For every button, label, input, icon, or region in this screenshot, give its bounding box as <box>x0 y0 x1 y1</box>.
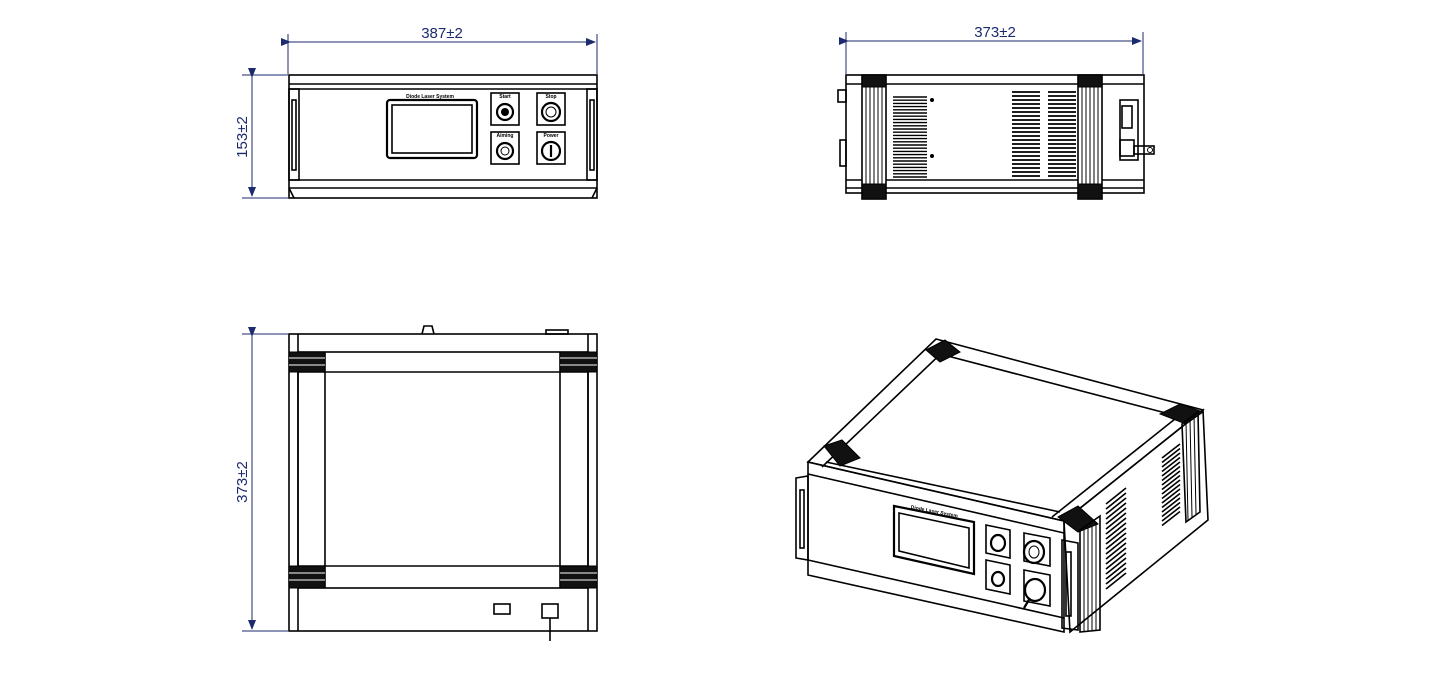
vent-slot <box>1161 470 1181 486</box>
front-width-label: 387±2 <box>421 25 463 42</box>
top-corner-block-tl <box>288 351 326 373</box>
isometric-view: Diode Laser System <box>795 338 1209 634</box>
top-depth-label: 373±2 <box>234 461 251 503</box>
aiming-button-frame <box>490 131 520 165</box>
top-corner-block-tr <box>559 351 598 373</box>
top-view: 373±2 <box>234 325 598 641</box>
iso-corner-block-back <box>925 339 961 363</box>
iso-stop-button <box>1022 539 1046 565</box>
vent-slot <box>1105 507 1127 525</box>
iso-corner-block-right <box>1158 403 1205 425</box>
top-corner-block-bl <box>288 565 326 589</box>
power-switch-frame <box>536 131 566 165</box>
rear-port <box>493 603 511 615</box>
start-button-frame <box>490 92 520 126</box>
vent-slot <box>1105 497 1127 515</box>
vent-slot <box>1105 522 1127 540</box>
vent-slot <box>1161 456 1181 473</box>
iso-corner-block-left <box>823 439 861 467</box>
iso-start-button-frame <box>985 524 1011 559</box>
vent-slot <box>1161 510 1181 527</box>
power-key-switch <box>540 140 562 162</box>
side-corner-band-right <box>1077 74 1103 200</box>
vent-slot <box>1161 501 1181 518</box>
vent-slot <box>1161 447 1181 464</box>
vent-slot <box>1105 512 1127 530</box>
aiming-label: Aiming <box>497 133 514 139</box>
vent-slot <box>1161 452 1181 468</box>
start-button <box>495 102 515 122</box>
top-depth-dimension: 373±2 <box>234 327 288 632</box>
vent-slot <box>1105 487 1127 505</box>
vent-slot <box>1105 562 1127 580</box>
vent-slot <box>1161 479 1181 495</box>
vent-slot <box>1105 517 1127 535</box>
vent-slot <box>1105 572 1127 590</box>
vent-slot <box>1161 488 1181 504</box>
start-label: Start <box>499 94 511 100</box>
vent-slot <box>1105 527 1127 545</box>
vent-slot <box>1161 443 1181 459</box>
iso-right-handle <box>1061 539 1079 631</box>
right-handle <box>586 88 598 181</box>
vent-slot <box>1161 506 1181 522</box>
power-label: Power <box>543 133 558 139</box>
iso-aiming-knob <box>990 570 1006 588</box>
front-height-dimension: 153±2 <box>234 68 288 199</box>
iso-aiming-frame <box>985 559 1011 595</box>
stop-button-frame <box>536 92 566 126</box>
vent-slot <box>1105 567 1127 585</box>
front-view: 387±2 153±2 Diode Laser System Start <box>234 25 598 199</box>
panel-title: Diode Laser System <box>406 94 454 100</box>
vent-slot <box>1161 492 1181 509</box>
iso-power-key-switch <box>1023 577 1047 603</box>
top-corner-block-br <box>559 565 598 589</box>
iso-start-button <box>989 533 1007 553</box>
iso-top-surface <box>806 338 1205 522</box>
side-vent-grille <box>893 96 927 178</box>
front-height-label: 153±2 <box>234 116 251 158</box>
side-view: 373±2 <box>837 24 1155 200</box>
iso-left-handle <box>795 475 809 561</box>
vent-slot <box>1105 502 1127 520</box>
side-depth-dimension: 373±2 <box>839 24 1144 74</box>
iso-display-screen <box>892 504 976 576</box>
vent-slot <box>1161 474 1181 491</box>
iso-right-face <box>1063 408 1209 634</box>
vent-slot <box>1161 461 1181 477</box>
iso-vent-slots-b <box>1161 443 1181 527</box>
vent-slot <box>1105 552 1127 570</box>
vent-slot <box>1105 542 1127 560</box>
left-handle <box>288 88 300 181</box>
vent-slot <box>1105 557 1127 575</box>
side-depth-label: 373±2 <box>974 24 1016 41</box>
vent-slot <box>1105 492 1127 510</box>
vent-slot <box>1105 537 1127 555</box>
stop-button <box>540 101 562 123</box>
vent-slot <box>1105 547 1127 565</box>
vent-slot <box>1105 532 1127 550</box>
aiming-knob <box>495 141 515 161</box>
iso-vent-slots-a <box>1105 487 1127 590</box>
front-display-screen <box>385 98 479 160</box>
vent-slot <box>1161 483 1181 500</box>
rear-fiber-connector <box>541 603 559 619</box>
top-edge-knob <box>421 325 435 335</box>
stop-label: Stop <box>545 94 556 100</box>
rear-connector-panel <box>1119 99 1139 161</box>
side-vent-slots-a <box>1012 91 1040 177</box>
vent-slot <box>1161 497 1181 513</box>
side-vent-slots-b <box>1048 91 1076 177</box>
vent-slot <box>1161 465 1181 482</box>
iso-corner-block-front <box>1057 505 1099 533</box>
side-corner-band-left <box>861 74 887 200</box>
front-width-dimension: 387±2 <box>281 25 598 74</box>
